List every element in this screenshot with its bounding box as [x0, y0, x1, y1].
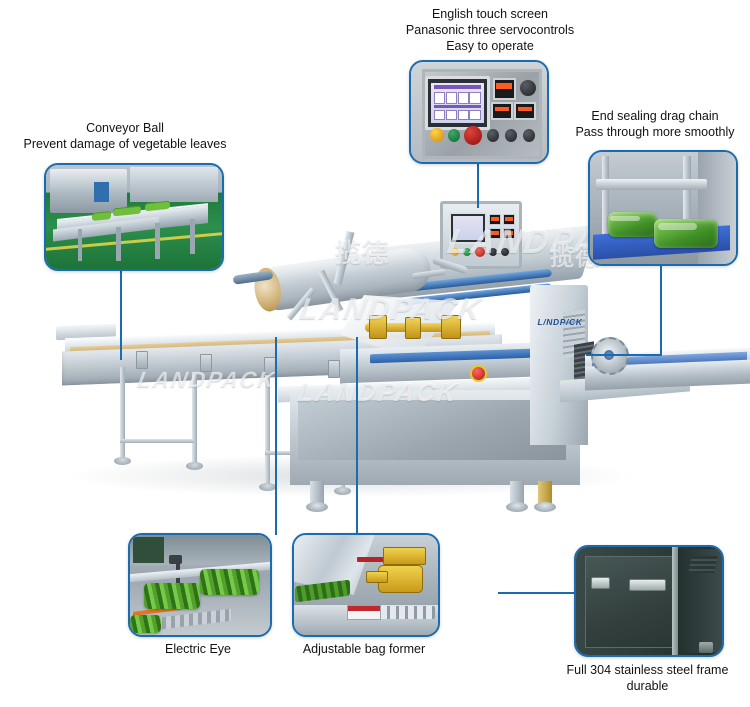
photo-vegetables-on-conveyor — [130, 535, 270, 635]
leader-line-bag-former — [356, 337, 358, 535]
photo-conveyor-line-factory-floor — [46, 165, 222, 269]
leader-line-conveyor-ball — [120, 268, 122, 360]
start-button[interactable] — [463, 248, 471, 256]
callout-caption-stainless-frame: Full 304 stainless steel frame durable — [566, 663, 729, 693]
callout-photo-bag-former[interactable] — [292, 533, 440, 637]
callout-caption-conveyor-ball: Conveyor Ball Prevent damage of vegetabl… — [23, 121, 227, 151]
machine-leveling-foot — [506, 481, 528, 512]
callout-photo-electric-eye[interactable] — [128, 533, 272, 637]
conveyor-leg — [186, 372, 203, 470]
conveyor-bracket — [136, 351, 148, 369]
temperature-display — [503, 228, 515, 239]
machine-control-panel[interactable] — [440, 201, 522, 269]
leader-line-stainless-frame — [498, 592, 576, 594]
red-stop-button[interactable] — [464, 126, 482, 145]
photo-control-panel-touch-screen — [411, 62, 547, 162]
conveyor-bracket — [200, 354, 212, 372]
machine-leveling-foot — [306, 481, 328, 512]
photo-dark-stainless-cabinet — [576, 547, 722, 655]
packing-machine-photo: L/NDP/CK LANDPACK 揽德 LANDPACK LANDPACK — [40, 187, 750, 515]
temperature-display — [489, 228, 501, 239]
callout-photo-touch-screen[interactable] — [409, 60, 549, 164]
callout-caption-touch-screen: English touch screen Panasonic three ser… — [405, 7, 575, 53]
callout-caption-bag-former: Adjustable bag former — [302, 642, 426, 656]
photo-bag-former-assembly — [294, 535, 438, 635]
selector-knob[interactable] — [501, 248, 509, 256]
machine-caster — [534, 481, 556, 512]
end-seal-rotary-cutter — [591, 337, 629, 375]
conveyor-leg — [114, 367, 131, 465]
leader-line-end-sealing-horizontal — [586, 354, 662, 356]
callout-caption-end-sealing: End sealing drag chain Pass through more… — [575, 109, 735, 139]
leader-line-electric-eye — [275, 337, 277, 535]
leader-line-end-sealing-vertical — [660, 263, 662, 356]
machine-base-inner-panel — [298, 400, 566, 460]
power-indicator-lamp — [451, 248, 459, 256]
callout-caption-electric-eye: Electric Eye — [165, 642, 231, 656]
adjustable-bag-former-part — [365, 315, 461, 341]
callout-photo-end-sealing[interactable] — [588, 150, 738, 266]
stop-button[interactable] — [475, 247, 485, 257]
selector-knob[interactable] — [489, 248, 497, 256]
temperature-display — [503, 214, 515, 225]
callout-photo-conveyor-ball[interactable] — [44, 163, 224, 271]
emergency-stop-button[interactable] — [470, 365, 487, 382]
photo-sealed-vegetable-packs — [590, 152, 736, 264]
conveyor-leg-brace — [120, 439, 194, 443]
conveyor-leg — [259, 375, 276, 491]
conveyor-bracket — [328, 360, 340, 378]
temperature-display — [489, 214, 501, 225]
leader-line-touch-screen — [477, 160, 479, 208]
green-start-button[interactable] — [447, 129, 460, 142]
callout-photo-stainless-frame[interactable] — [574, 545, 724, 657]
machine-hmi-screen[interactable] — [449, 212, 487, 244]
machine-brand-logo: L/NDP/CK — [537, 317, 583, 327]
yellow-indicator — [430, 128, 444, 142]
